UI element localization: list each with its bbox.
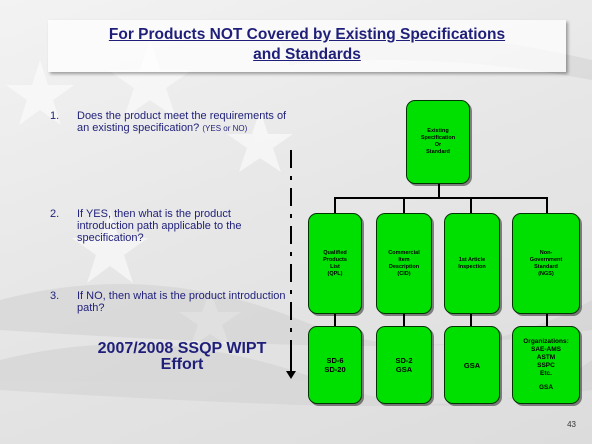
dashed-arrow-segment	[290, 214, 292, 218]
node-ngs: Non- Government Standard (NGS)	[512, 213, 580, 314]
connector-line	[334, 197, 548, 199]
dashed-arrow-segment	[290, 340, 292, 371]
question-number: 3.	[50, 290, 60, 302]
question-text: If YES, then what is the product introdu…	[77, 208, 242, 244]
title-line-1: For Products NOT Covered by Existing Spe…	[108, 26, 506, 43]
connector-line	[403, 197, 405, 213]
dashed-arrow-segment	[290, 264, 292, 282]
dashed-arrow-segment	[290, 302, 292, 320]
dashed-arrow-segment	[290, 290, 292, 294]
slide-title: For Products NOT Covered by Existing Spe…	[48, 20, 566, 72]
dashed-arrow-segment	[290, 176, 292, 180]
effort-label: 2007/2008 SSQP WIPT Effort	[97, 340, 267, 373]
connector-line	[546, 197, 548, 213]
dashed-arrow-segment	[290, 252, 292, 256]
node-cid: Commercial Item Description (CID)	[376, 213, 432, 314]
connector-line	[334, 197, 336, 213]
node-gsa: GSA	[444, 326, 500, 404]
question-text: If NO, then what is the product introduc…	[77, 290, 286, 314]
node-organizations: Organizations: SAE-AMS ASTM SSPC Etc. GS…	[512, 326, 580, 404]
connector-line	[438, 184, 440, 198]
question-number: 1.	[50, 110, 60, 122]
node-sd2-gsa: SD-2 GSA	[376, 326, 432, 404]
connector-line	[403, 314, 405, 326]
title-line-2: and Standards	[253, 46, 361, 63]
node-sd6-sd20: SD-6 SD-20	[308, 326, 362, 404]
connector-line	[470, 197, 472, 213]
dashed-arrow-segment	[290, 188, 292, 206]
connector-line	[546, 314, 548, 326]
connector-line	[470, 314, 472, 326]
node-qpl: Qualified Products List (QPL)	[308, 213, 362, 314]
question-text: Does the product meet the requirements o…	[77, 110, 287, 134]
node-existing-standard: Existing Specification Or Standard	[406, 100, 470, 184]
question-note: (YES or NO)	[202, 124, 248, 133]
question-number: 2.	[50, 208, 60, 220]
node-first-article: 1st Article Inspection	[444, 213, 500, 314]
dashed-arrow-segment	[290, 328, 292, 332]
dashed-arrow-segment	[290, 150, 292, 168]
connector-line	[334, 314, 336, 326]
dashed-arrow-segment	[290, 226, 292, 244]
down-arrow-icon	[286, 371, 296, 379]
page-number: 43	[567, 420, 576, 429]
